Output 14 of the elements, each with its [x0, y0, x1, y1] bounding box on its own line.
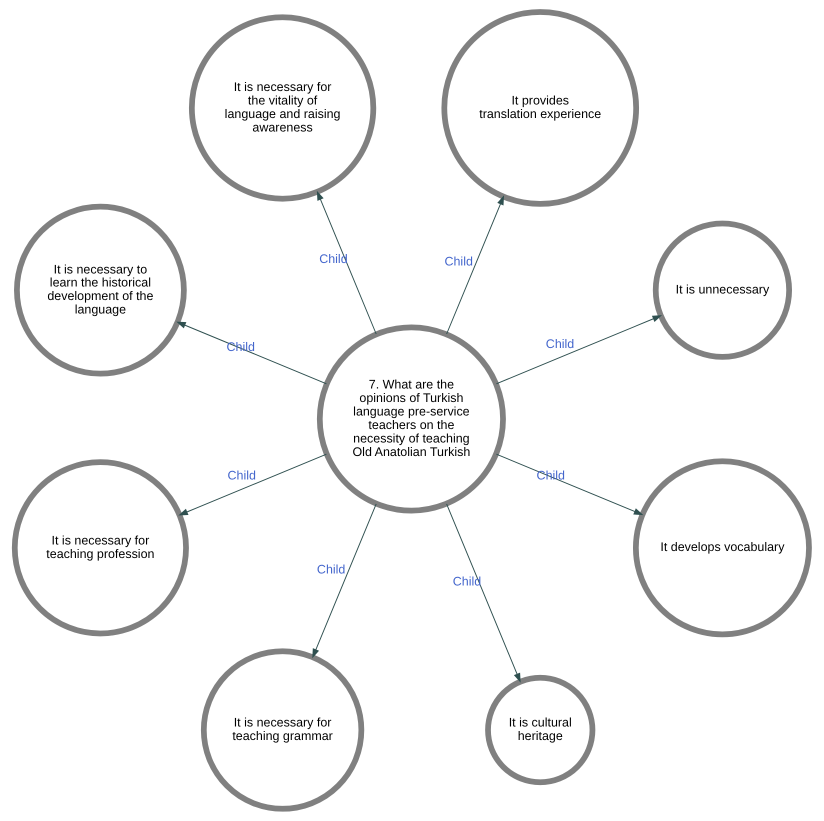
edge-label: Child: [228, 468, 256, 483]
arrow: [446, 195, 504, 334]
arrow: [316, 190, 377, 334]
arrow: [446, 504, 521, 683]
edge-label: Child: [444, 254, 473, 268]
node-circle: 7. What are the opinions of Turkish language pre-service teachers on the necessity of teaching Old Anatolian Turkish: [316, 324, 506, 514]
edge-label: Child: [546, 336, 574, 351]
arrow: [178, 454, 327, 516]
arrow: [496, 454, 644, 516]
arrow: [496, 315, 662, 384]
node-circle: It is cultural heritage: [485, 674, 596, 786]
arrow: [176, 322, 327, 384]
arrow: [312, 504, 377, 658]
edge-label: Child: [316, 562, 346, 576]
